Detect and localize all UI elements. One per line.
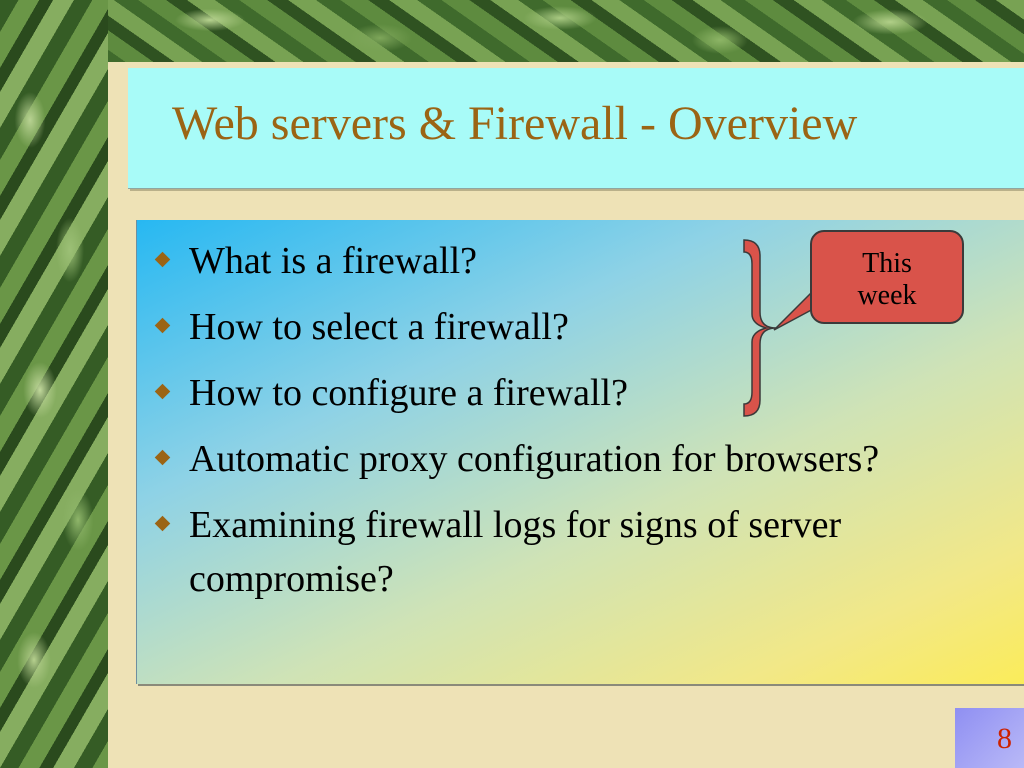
this-week-callout: This week <box>810 230 964 324</box>
bullet-text: What is a firewall? <box>189 240 478 282</box>
bullet-item: How to select a firewall? <box>154 300 1024 354</box>
diamond-bullet-icon <box>154 383 171 400</box>
slide-title: Web servers & Firewall - Overview <box>172 97 858 150</box>
bullet-item: Examining firewall logs for signs of ser… <box>154 498 989 606</box>
diamond-bullet-icon <box>154 449 171 466</box>
bullet-text: How to configure a firewall? <box>189 372 628 414</box>
bullet-item: What is a firewall? <box>154 234 1024 288</box>
title-box: Web servers & Firewall - Overview <box>128 68 1024 189</box>
page-number: 8 <box>997 722 1012 755</box>
bullet-text: Automatic proxy configuration for browse… <box>189 438 880 480</box>
bullet-text: How to select a firewall? <box>189 306 569 348</box>
diamond-bullet-icon <box>154 317 171 334</box>
leaf-background-left <box>0 0 108 768</box>
bullet-list: What is a firewall? How to select a fire… <box>154 234 1024 618</box>
bullet-item: How to configure a firewall? <box>154 366 1024 420</box>
page-number-box: 8 <box>955 708 1024 768</box>
bullet-item: Automatic proxy configuration for browse… <box>154 432 1024 486</box>
callout-line-1: This <box>862 248 912 279</box>
bullet-text: Examining firewall logs for signs of ser… <box>189 504 842 600</box>
diamond-bullet-icon <box>154 251 171 268</box>
leaf-background-top <box>0 0 1024 62</box>
callout-line-2: week <box>857 280 917 311</box>
curly-bracket-icon <box>743 239 777 417</box>
diamond-bullet-icon <box>154 515 171 532</box>
